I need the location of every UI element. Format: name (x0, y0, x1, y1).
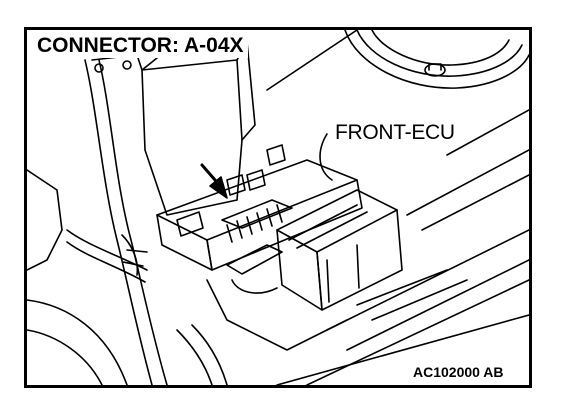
front-ecu-box (206, 189, 403, 351)
figure-code: AC102000 AB (410, 364, 507, 380)
connector-block (156, 144, 363, 271)
engine-bay-illustration (27, 30, 529, 385)
reservoir-cap (344, 30, 529, 89)
relay-box (91, 41, 256, 216)
connector-title: CONNECTOR: A-04X (35, 34, 248, 58)
front-ecu-label: FRONT-ECU (332, 121, 458, 144)
body-panel-lines (266, 30, 529, 385)
diagram-frame: CONNECTOR: A-04X FRONT-ECU AC102000 AB (24, 27, 532, 388)
wiring-harness (27, 59, 228, 385)
callout-arrow (200, 133, 333, 199)
